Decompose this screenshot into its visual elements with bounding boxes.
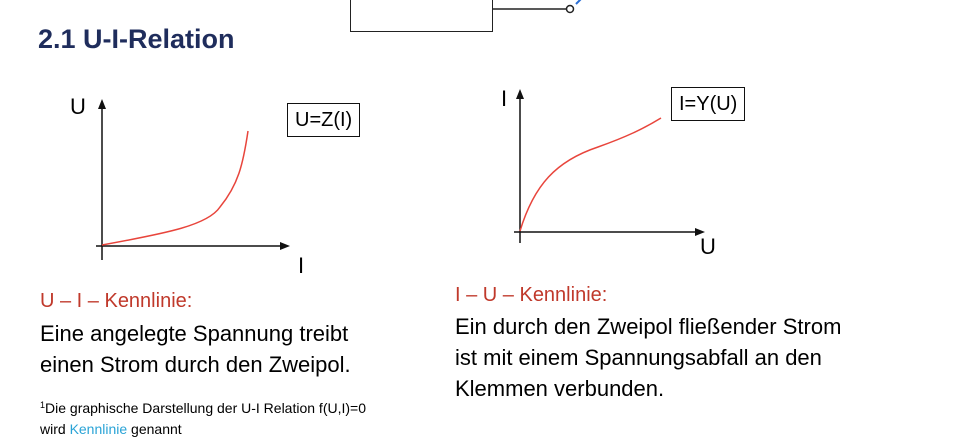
footnote-text: Die graphische Darstellung der U-I Relat…: [45, 400, 366, 416]
right-formula-box: I=Y(U): [671, 87, 746, 121]
right-y-axis-label: I: [501, 86, 508, 111]
left-description-line: Eine angelegte Spannung treibt: [40, 321, 349, 346]
ui-characteristic-plot: [96, 99, 290, 260]
right-description-line: ist mit einem Spannungsabfall an den: [455, 345, 822, 370]
footnote-marker: 1: [40, 400, 46, 410]
circuit-box: [350, 0, 493, 32]
footnote: 1Die graphische Darstellung der U-I Rela…: [40, 395, 366, 440]
footnote-text: genannt: [127, 421, 182, 437]
iu-characteristic-plot: [514, 89, 705, 243]
y-axis-arrow: [98, 99, 106, 109]
left-heading: U – I – Kennlinie:: [40, 290, 193, 312]
left-x-axis-label: I: [298, 253, 305, 278]
right-x-axis-label: U: [700, 234, 716, 259]
kennlinie-link[interactable]: Kennlinie: [69, 421, 128, 437]
page-title: 2.1 U-I-Relation: [38, 24, 235, 54]
x-axis-arrow: [280, 242, 290, 250]
footnote-text: wird: [40, 421, 70, 437]
characteristic-curve: [101, 130, 249, 246]
circuit-wire: [493, 0, 582, 14]
right-heading: I – U – Kennlinie:: [455, 284, 608, 306]
footnote-line-2: wird Kennlinie genannt: [40, 419, 366, 440]
right-description: Ein durch den Zweipol fließender Strom i…: [455, 311, 841, 404]
left-formula-box: U=Z(I): [287, 103, 361, 137]
right-description-line: Klemmen verbunden.: [455, 376, 665, 401]
left-description-line: einen Strom durch den Zweipol.: [40, 352, 351, 377]
characteristic-curve: [519, 117, 662, 232]
footnote-line-1: 1Die graphische Darstellung der U-I Rela…: [40, 395, 366, 419]
left-description: Eine angelegte Spannung treibt einen Str…: [40, 318, 351, 380]
x-axis-arrow: [695, 228, 705, 236]
right-description-line: Ein durch den Zweipol fließender Strom: [455, 314, 842, 339]
left-y-axis-label: U: [70, 94, 86, 119]
y-axis-arrow: [516, 89, 524, 99]
